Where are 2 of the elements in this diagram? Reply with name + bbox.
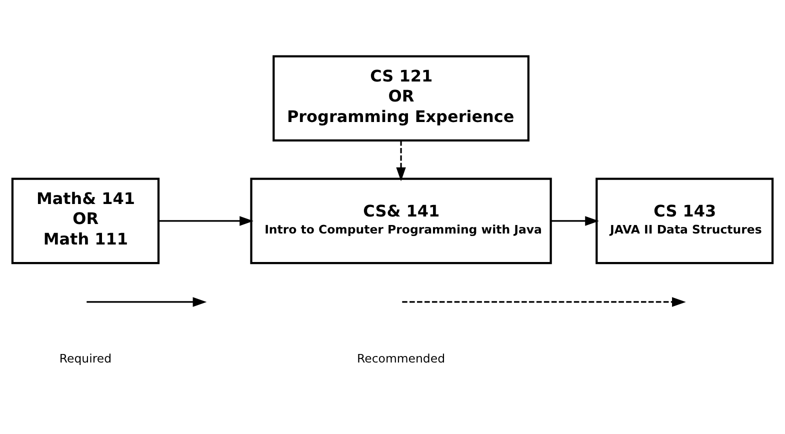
legend-label: Recommended — [357, 351, 446, 366]
legend-label: Required — [59, 351, 112, 366]
